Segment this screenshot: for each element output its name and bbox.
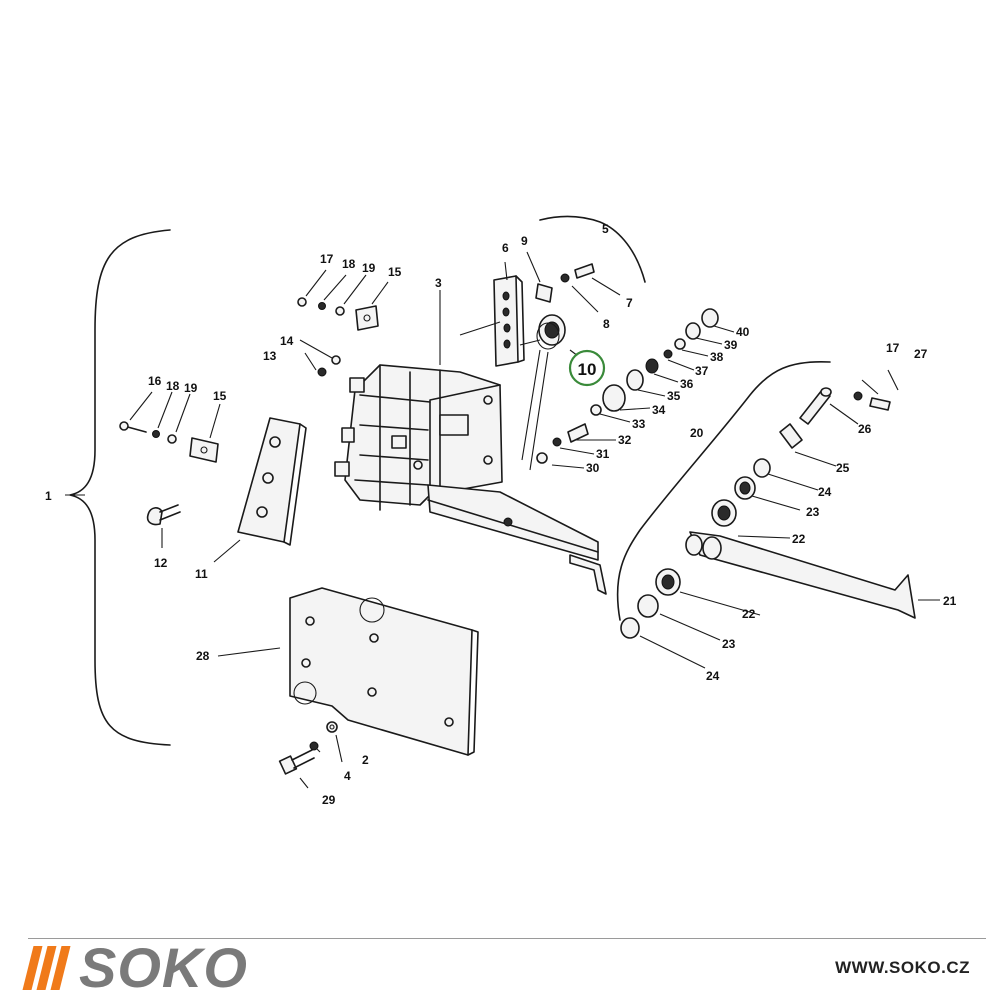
- main-frame-3: [334, 364, 607, 595]
- bolt-12: [146, 504, 181, 526]
- part-label-21: 21: [943, 594, 957, 608]
- bolt-29-assembly: [278, 721, 338, 775]
- part-label-24-lower: 24: [706, 669, 720, 683]
- part-label-17-top: 17: [320, 252, 334, 266]
- part-label-6: 6: [502, 241, 509, 255]
- part-label-16: 16: [148, 374, 162, 388]
- part-label-38: 38: [710, 350, 724, 364]
- part-label-26: 26: [858, 422, 872, 436]
- part-labels: 1 2 3 4 5 6 7 8 9 11 12 13 14 15 15 16 1…: [45, 222, 957, 807]
- part-label-3: 3: [435, 276, 442, 290]
- part-label-11: 11: [195, 567, 208, 581]
- part-label-19-top: 19: [362, 261, 376, 275]
- bolt-7-washer-8: [560, 263, 595, 283]
- part-label-18-top: 18: [342, 257, 356, 271]
- part-label-4: 4: [344, 769, 351, 783]
- plate-11: [237, 417, 307, 546]
- part-label-5: 5: [602, 222, 609, 236]
- fastener-group-top: [297, 297, 379, 377]
- footer-divider: [28, 938, 986, 939]
- brand-logo: SOKO: [22, 936, 248, 999]
- part-label-37: 37: [695, 364, 709, 378]
- part-label-14: 14: [280, 334, 294, 348]
- part-label-39: 39: [724, 338, 738, 352]
- part-label-23-upper: 23: [806, 505, 820, 519]
- part-label-33: 33: [632, 417, 646, 431]
- fastener-group-left: [119, 421, 219, 463]
- part-label-22-lower: 22: [742, 607, 756, 621]
- highlight-label-10: 10: [578, 360, 597, 379]
- brace-group-20: [616, 360, 831, 621]
- part-label-35: 35: [667, 389, 681, 403]
- part-label-23-lower: 23: [722, 637, 736, 651]
- part-label-28: 28: [196, 649, 210, 663]
- part-label-13: 13: [263, 349, 277, 363]
- website-link[interactable]: WWW.SOKO.CZ: [835, 958, 970, 977]
- part-label-20: 20: [690, 426, 704, 440]
- brace-group-5: [539, 215, 646, 283]
- part-label-7: 7: [626, 296, 633, 310]
- part-label-27: 27: [914, 347, 928, 361]
- clip-9: [535, 283, 553, 303]
- part-label-24-upper: 24: [818, 485, 832, 499]
- part-label-22-upper: 22: [792, 532, 806, 546]
- part-label-8: 8: [603, 317, 610, 331]
- brand-name: SOKO: [79, 936, 248, 999]
- part-label-34: 34: [652, 403, 666, 417]
- plate-28: [289, 587, 479, 756]
- part-label-18-left: 18: [166, 379, 180, 393]
- part-label-30: 30: [586, 461, 600, 475]
- bearings-22-23-24: [620, 458, 771, 639]
- pins-25-26: [779, 387, 891, 449]
- axle-21: [685, 531, 916, 619]
- part-label-31: 31: [596, 447, 610, 461]
- part-label-36: 36: [680, 377, 694, 391]
- logo-bars-icon: [22, 946, 71, 990]
- part-label-15-left: 15: [213, 389, 227, 403]
- bracket-6: [493, 275, 525, 367]
- part-label-2: 2: [362, 753, 369, 767]
- exploded-parts-diagram: 10 1 2 3 4 5 6 7 8 9 11 12 13 14 15 15 1…: [45, 215, 957, 807]
- shaft-parts: [536, 308, 719, 464]
- part-label-25: 25: [836, 461, 850, 475]
- part-label-19-left: 19: [184, 381, 198, 395]
- part-label-9: 9: [521, 234, 528, 248]
- part-label-12: 12: [154, 556, 168, 570]
- part-label-15-top: 15: [388, 265, 402, 279]
- roller-10: [536, 314, 566, 350]
- highlight-ring-10: [568, 349, 606, 387]
- part-label-29: 29: [322, 793, 336, 807]
- part-label-1: 1: [45, 489, 52, 503]
- part-label-17-right: 17: [886, 341, 900, 355]
- brace-assembly-1: [69, 229, 171, 746]
- leader-lines: [65, 251, 940, 789]
- part-label-40: 40: [736, 325, 750, 339]
- part-label-32: 32: [618, 433, 632, 447]
